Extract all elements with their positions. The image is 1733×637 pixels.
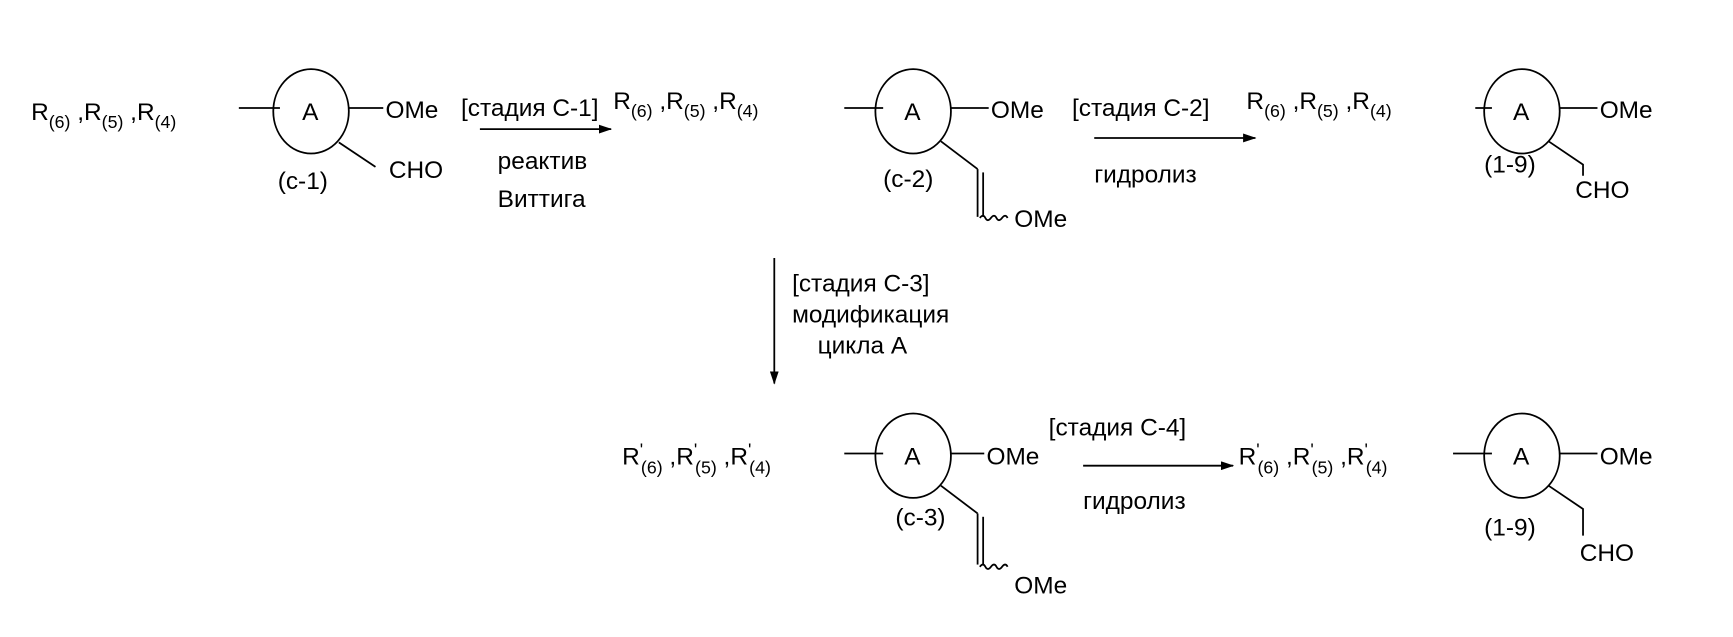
step-label: [стадия С-2]	[1072, 95, 1210, 122]
bond	[1549, 486, 1583, 536]
reagent-text: цикла А	[818, 332, 908, 359]
bond	[1549, 141, 1583, 175]
ome-group: OMe	[385, 97, 438, 124]
ome-group: OMe	[1014, 206, 1067, 233]
step-label: [стадия С-4]	[1049, 415, 1187, 442]
bond	[941, 141, 978, 169]
ring-label: A	[904, 444, 921, 471]
ring-label: A	[302, 99, 319, 126]
reagent-text: реактив	[498, 148, 588, 175]
bond	[339, 142, 376, 166]
ome-group: OMe	[1600, 444, 1653, 471]
step-c-3: [стадия С-3] модификация цикла А	[774, 258, 949, 384]
compound-1-9-top: R(6) ,R(5) ,R(4) A OMe CHO (1-9)	[1246, 69, 1652, 204]
ome-group: OMe	[1600, 97, 1653, 124]
compound-id: (1-9)	[1484, 151, 1536, 178]
reagent-text: Виттига	[498, 186, 586, 213]
ome-group: OMe	[991, 97, 1044, 124]
bond	[941, 486, 978, 514]
cho-group: CHO	[1580, 540, 1634, 567]
compound-id: (c-3)	[895, 505, 945, 532]
step-c-2: [стадия С-2] гидролиз	[1072, 95, 1255, 189]
ring-label: A	[904, 99, 921, 126]
compound-id: (c-1)	[278, 168, 328, 195]
step-label: [стадия С-3]	[792, 270, 930, 297]
compound-id: (c-2)	[883, 166, 933, 193]
cho-group: CHO	[389, 157, 443, 184]
compound-c-1: R(6) ,R(5) ,R(4) A OMe CHO (c-1)	[31, 69, 443, 195]
substituents-label: R'(6) ,R'(5) ,R'(4)	[622, 440, 771, 478]
wavy-bond	[980, 216, 1008, 220]
substituents-label: R(6) ,R(5) ,R(4)	[31, 99, 176, 132]
substituents-label: R'(6) ,R'(5) ,R'(4)	[1239, 440, 1388, 478]
compound-c-2: R(6) ,R(5) ,R(4) A OMe OMe (c-2)	[613, 69, 1067, 233]
step-label: [стадия С-1]	[461, 95, 599, 122]
substituents-label: R(6) ,R(5) ,R(4)	[1246, 88, 1391, 121]
reagent-text: модификация	[792, 301, 949, 328]
step-c-4: [стадия С-4] гидролиз	[1049, 415, 1233, 515]
wavy-bond	[980, 565, 1008, 569]
ring-label: A	[1513, 444, 1530, 471]
reagent-text: гидролиз	[1094, 161, 1197, 188]
compound-c-3: R'(6) ,R'(5) ,R'(4) A OMe OMe (c-3)	[622, 413, 1067, 599]
cho-group: CHO	[1575, 177, 1629, 204]
substituents-label: R(6) ,R(5) ,R(4)	[613, 88, 758, 121]
step-c-1: [стадия С-1] реактив Виттига	[461, 95, 611, 213]
ome-group: OMe	[1014, 572, 1067, 599]
reagent-text: гидролиз	[1083, 488, 1186, 515]
ring-label: A	[1513, 99, 1530, 126]
ome-group: OMe	[986, 444, 1039, 471]
compound-1-9-bottom: R'(6) ,R'(5) ,R'(4) A OMe CHO (1-9)	[1239, 413, 1653, 567]
compound-id: (1-9)	[1484, 515, 1536, 542]
